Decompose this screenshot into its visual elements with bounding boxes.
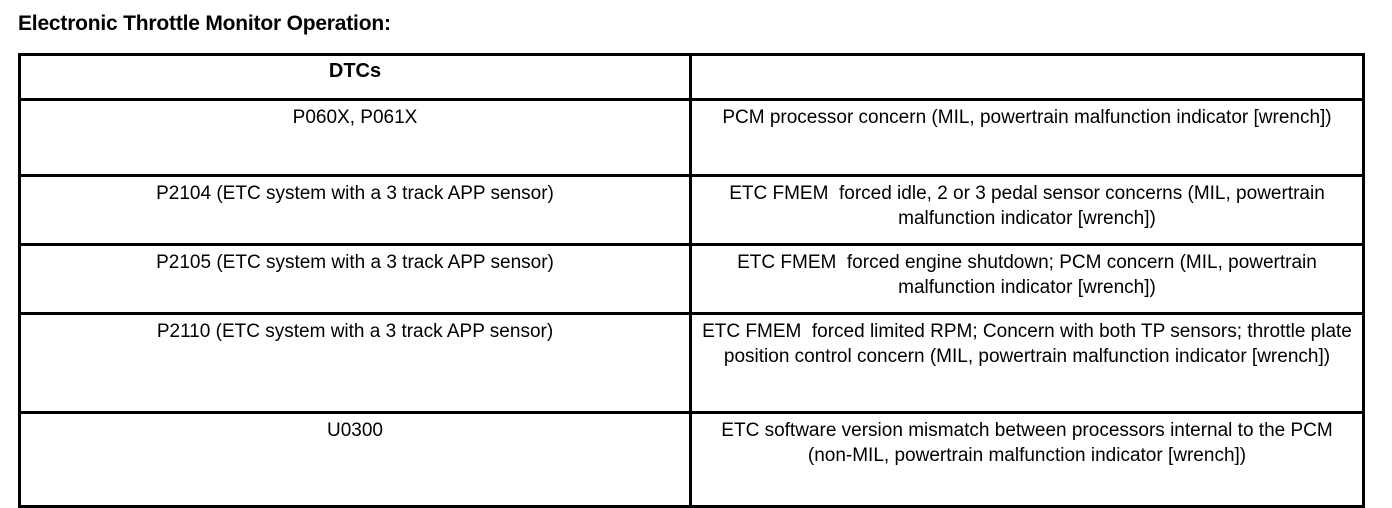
table-row: P2104 (ETC system with a 3 track APP sen… [18, 174, 1365, 246]
cell-dtc: P2110 (ETC system with a 3 track APP sen… [18, 312, 692, 414]
column-header-dtcs: DTCs [18, 53, 692, 101]
table-body: P060X, P061X PCM processor concern (MIL,… [18, 98, 1365, 508]
cell-dtc: P2104 (ETC system with a 3 track APP sen… [18, 174, 692, 246]
dtc-table-container: DTCs P060X, P061X PCM processor concern … [18, 53, 1365, 508]
cell-dtc: U0300 [18, 411, 692, 508]
table-row: P060X, P061X PCM processor concern (MIL,… [18, 98, 1365, 177]
table-header: DTCs [18, 53, 1365, 101]
cell-description: ETC FMEM forced limited RPM; Concern wit… [689, 312, 1365, 414]
cell-dtc: P2105 (ETC system with a 3 track APP sen… [18, 243, 692, 315]
cell-dtc: P060X, P061X [18, 98, 692, 177]
column-header-description [689, 53, 1365, 101]
cell-description: ETC FMEM forced engine shutdown; PCM con… [689, 243, 1365, 315]
page-title: Electronic Throttle Monitor Operation: [18, 12, 391, 35]
cell-description: ETC software version mismatch between pr… [689, 411, 1365, 508]
table-row: U0300 ETC software version mismatch betw… [18, 411, 1365, 508]
cell-description: PCM processor concern (MIL, powertrain m… [689, 98, 1365, 177]
cell-description: ETC FMEM forced idle, 2 or 3 pedal senso… [689, 174, 1365, 246]
dtc-table: DTCs P060X, P061X PCM processor concern … [18, 53, 1365, 508]
table-row: P2110 (ETC system with a 3 track APP sen… [18, 312, 1365, 414]
table-header-row: DTCs [18, 53, 1365, 101]
table-row: P2105 (ETC system with a 3 track APP sen… [18, 243, 1365, 315]
